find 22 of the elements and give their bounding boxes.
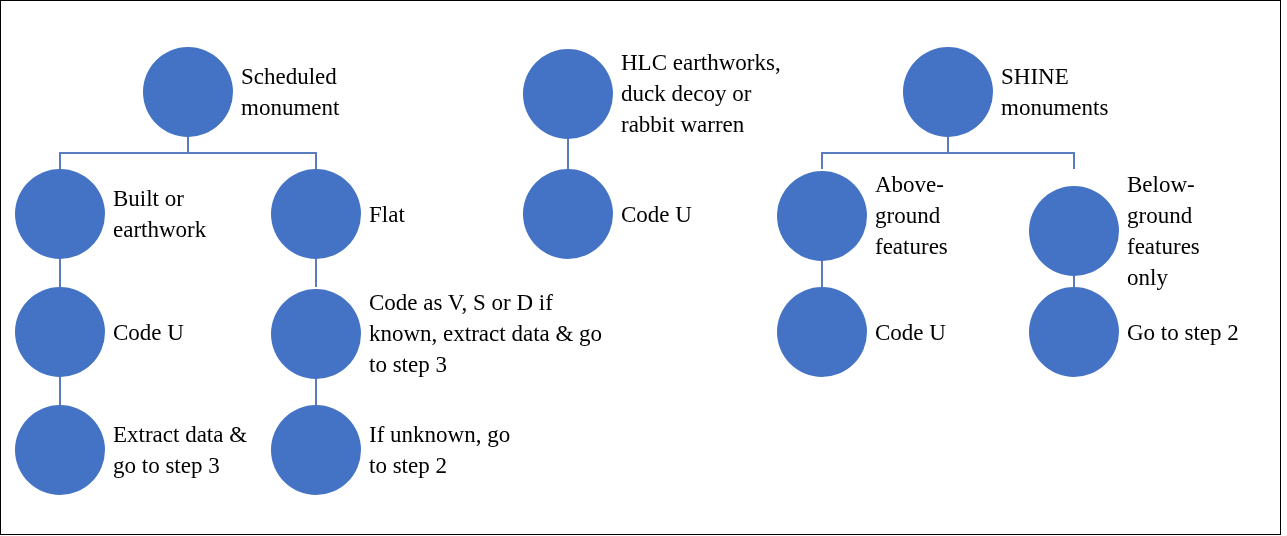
connector-line (187, 136, 317, 170)
node-label: Code U (113, 318, 185, 347)
connector-line (567, 136, 569, 170)
node-label: HLC earthworks, duck decoy or rabbit warren (621, 49, 782, 139)
node-label: Code U (875, 318, 947, 347)
node-label: Flat (369, 200, 406, 229)
connector-line (59, 376, 61, 406)
node-label: Built or earthwork (113, 185, 208, 244)
node-label: Above-ground features (875, 171, 949, 261)
node-label: If unknown, go to step 2 (369, 421, 512, 480)
node-label: Code as V, S or D if known, extract data & go to step 3 (369, 289, 604, 379)
connector-line (59, 258, 61, 288)
connector-line (315, 258, 317, 288)
node-label: Code U (621, 200, 693, 229)
connector-line (315, 376, 317, 406)
connector-line (947, 136, 1075, 170)
node-label: Below-ground features only (1127, 171, 1201, 292)
node-label: Go to step 2 (1127, 318, 1240, 347)
node-label: Extract data & go to step 3 (113, 421, 249, 480)
node-label: SHINE monuments (1001, 63, 1110, 122)
connector-line (821, 258, 823, 288)
node-label: Scheduled monument (241, 63, 341, 122)
